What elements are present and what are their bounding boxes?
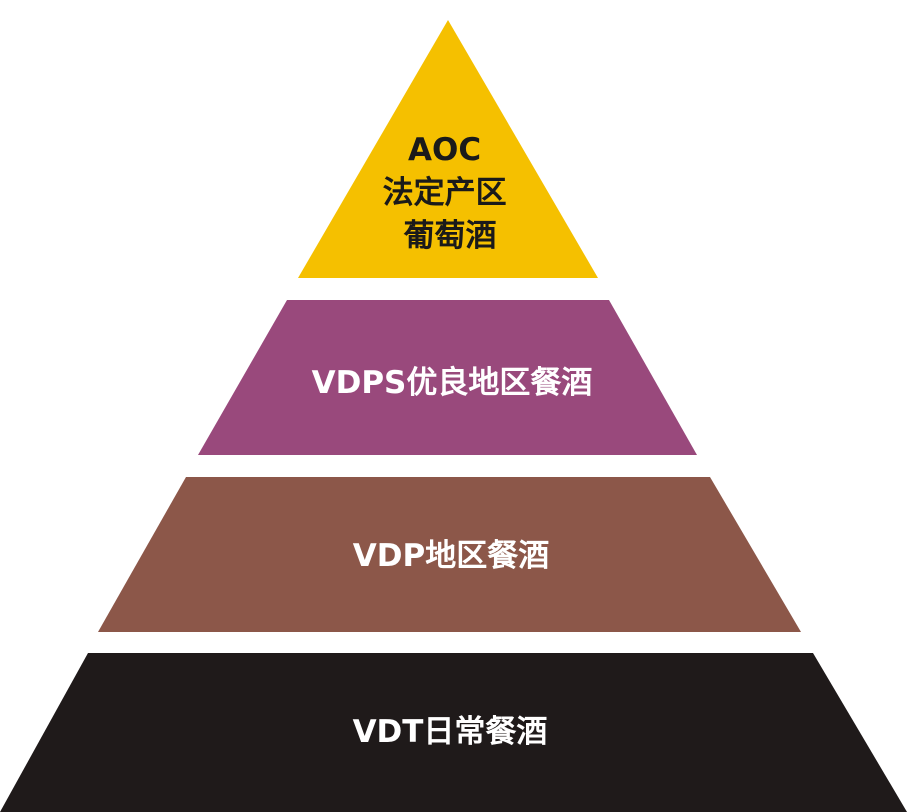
tier-vdt-line-1: VDT日常餐酒 (353, 714, 548, 750)
tier-vdps-shape (198, 300, 697, 455)
tier-vdt-label: VDT日常餐酒 (353, 714, 548, 750)
tier-vdps: VDPS优良地区餐酒 (198, 300, 697, 455)
tier-vdp: VDP地区餐酒 (98, 477, 801, 632)
tier-vdp-shape (98, 477, 801, 632)
tier-aoc: AOC 法定产区 葡萄酒 (298, 20, 598, 278)
tier-aoc-line-1: AOC (408, 132, 481, 168)
tier-vdt: VDT日常餐酒 (0, 653, 907, 812)
tier-aoc-shape (298, 20, 598, 278)
tier-vdp-label: VDP地区餐酒 (353, 538, 549, 574)
tier-vdt-shape (0, 653, 907, 812)
tier-vdp-line-1: VDP地区餐酒 (353, 538, 549, 574)
tier-vdps-line-1: VDPS优良地区餐酒 (312, 365, 593, 401)
tier-aoc-label: AOC 法定产区 葡萄酒 (383, 132, 518, 254)
tier-vdps-label: VDPS优良地区餐酒 (312, 365, 593, 401)
tier-aoc-line-3: 葡萄酒 (404, 218, 497, 254)
tier-aoc-line-2: 法定产区 (383, 175, 507, 211)
